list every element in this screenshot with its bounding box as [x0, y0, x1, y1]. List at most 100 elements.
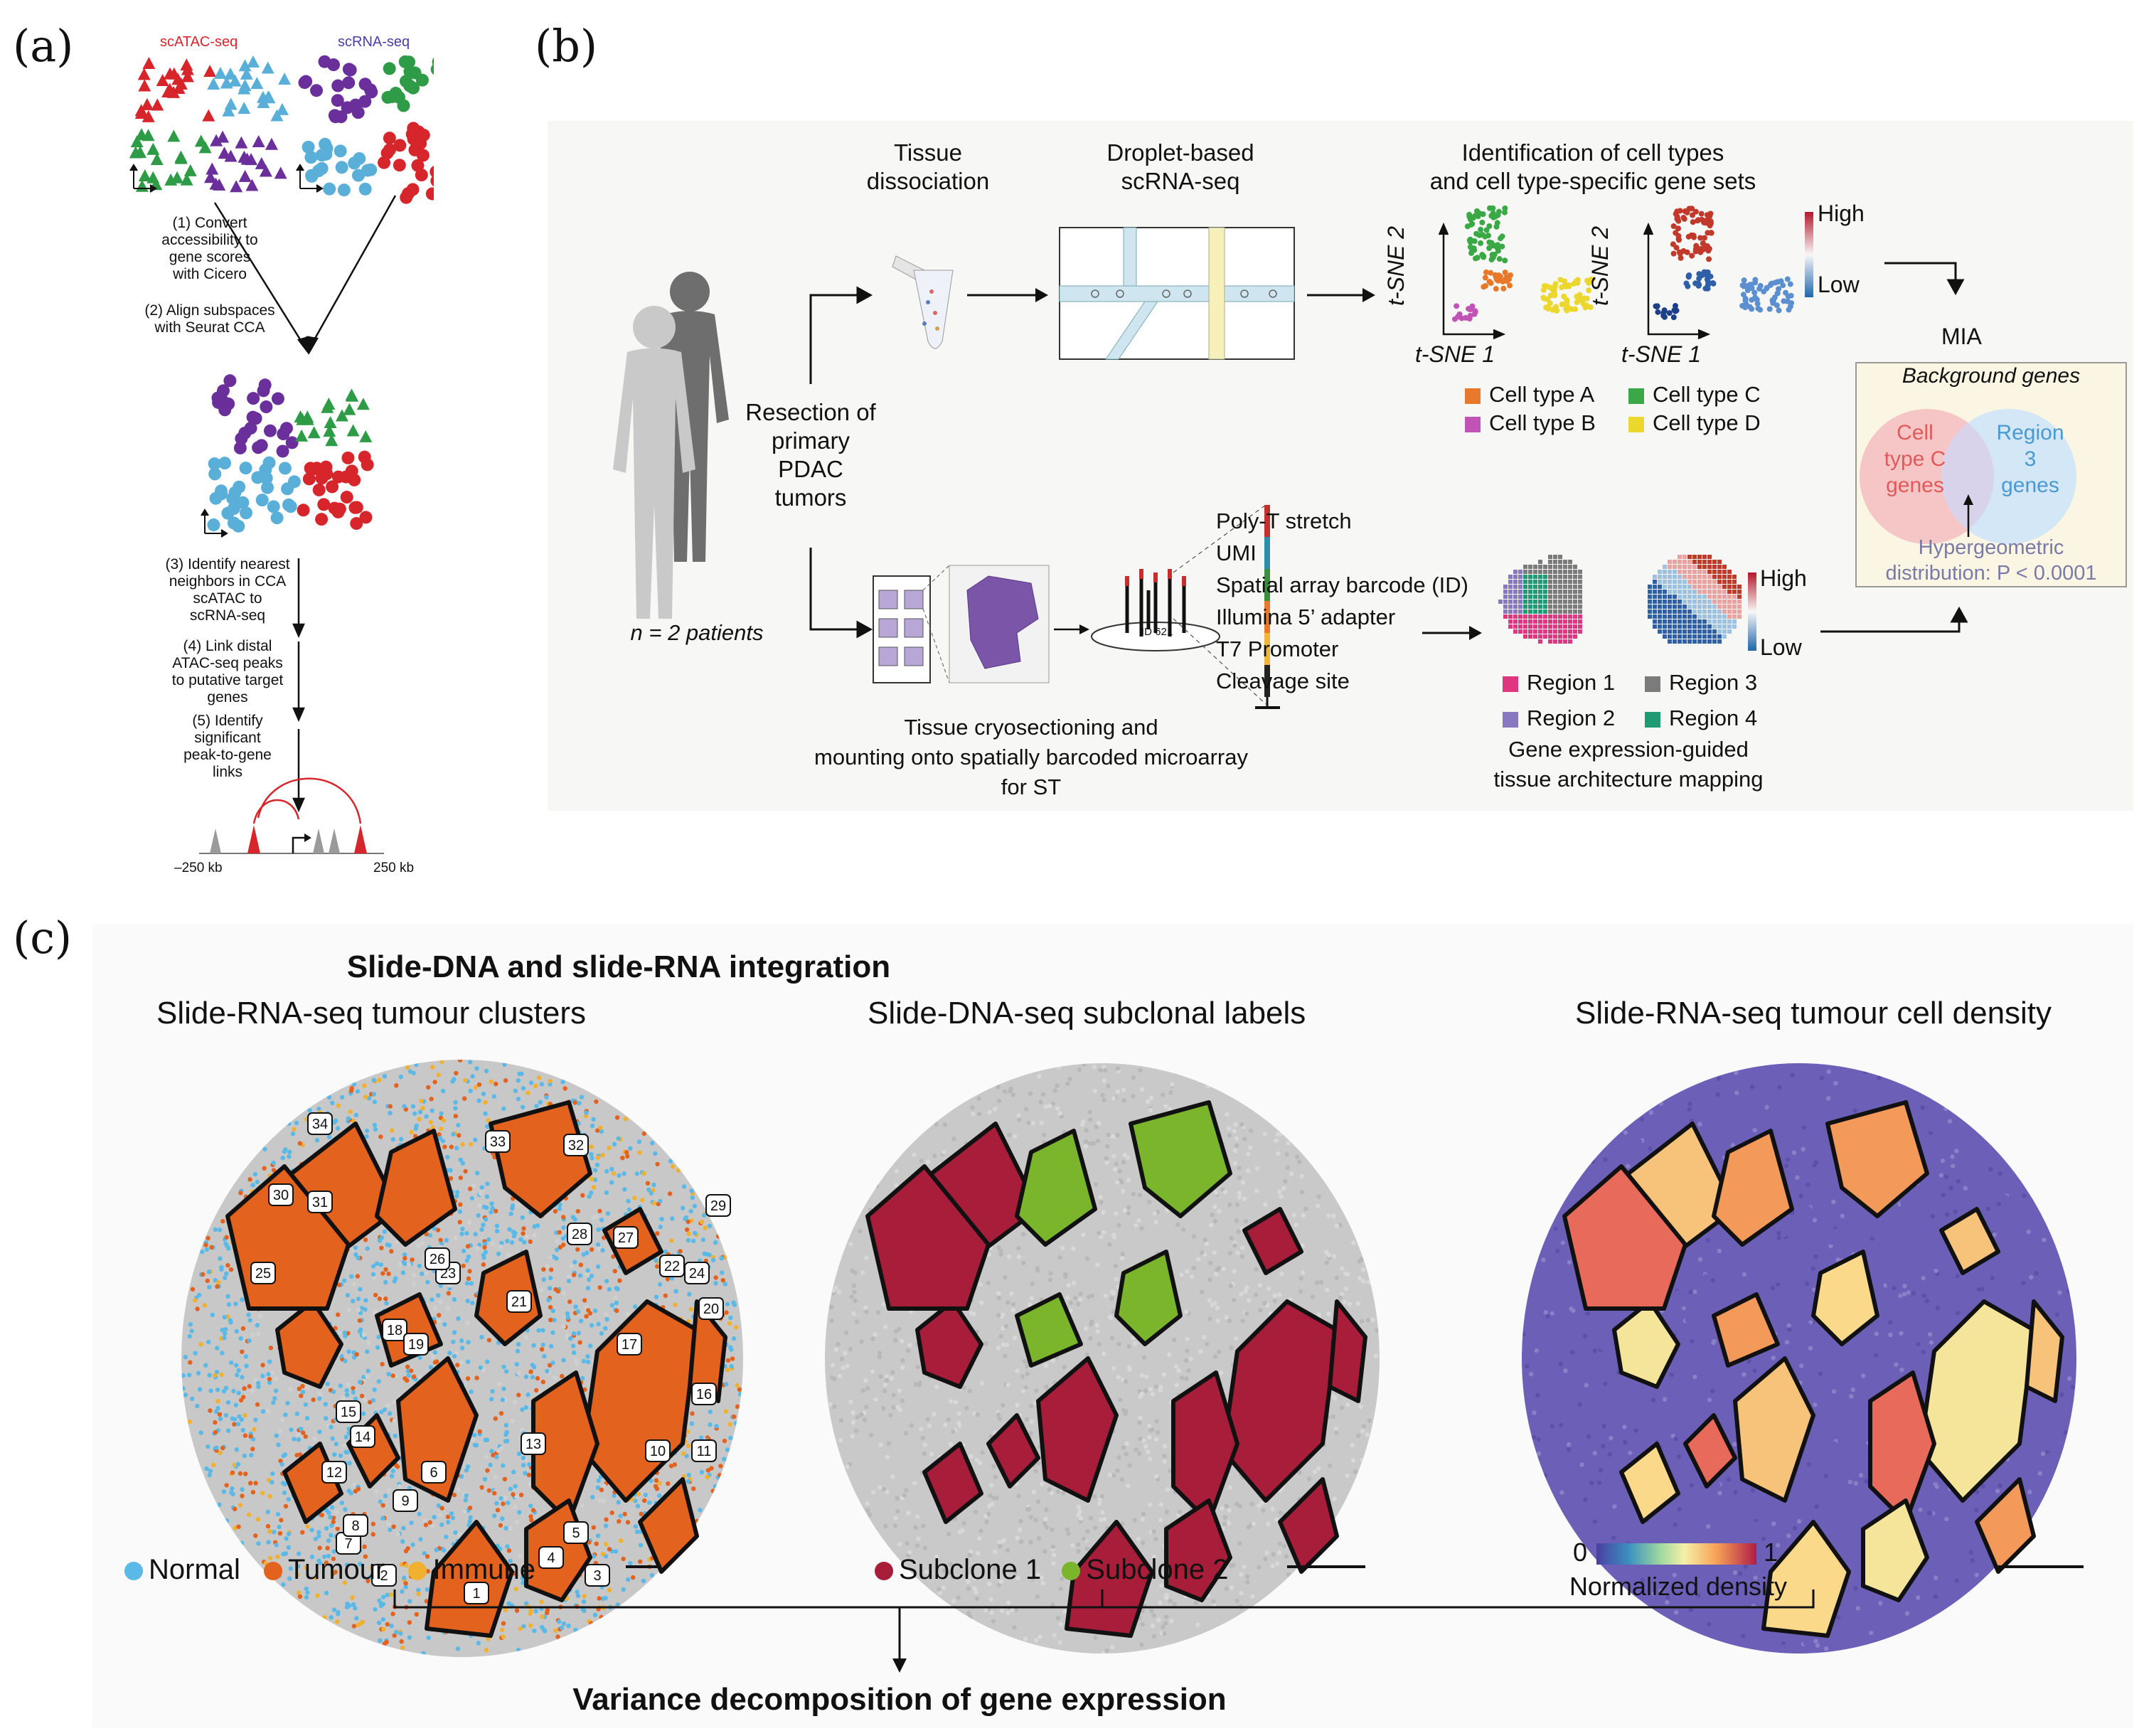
bead-mark — [998, 1579, 1004, 1585]
bead-mark — [1025, 1364, 1030, 1369]
bead-mark — [1052, 1633, 1057, 1638]
spatial-spot — [1692, 624, 1697, 629]
spatial-spot — [1538, 605, 1542, 609]
bead-mark — [411, 1374, 417, 1379]
bead-mark — [1272, 1293, 1277, 1299]
spatial-spot — [1722, 575, 1727, 579]
bead-mark — [468, 1515, 473, 1520]
bead-mark — [1234, 1501, 1239, 1506]
bead-mark — [510, 1419, 515, 1424]
bead-mark — [1016, 1254, 1022, 1260]
bead-mark — [473, 1085, 479, 1090]
bead-mark — [1239, 1292, 1244, 1296]
spatial-spot — [1668, 624, 1672, 629]
bead-mark — [1033, 1400, 1038, 1406]
bead-mark — [341, 1443, 346, 1448]
tsne-point — [1678, 255, 1684, 261]
dot-mark — [343, 63, 357, 77]
bead-mark — [407, 1599, 412, 1604]
tsne-point — [1706, 256, 1712, 262]
spatial-spot — [1737, 595, 1742, 599]
spatial-spot — [1523, 575, 1527, 579]
bead-mark — [848, 1346, 853, 1352]
spatial-spot — [1682, 600, 1687, 604]
bead-mark — [1338, 1295, 1343, 1300]
axis-right-label: 250 kb — [373, 861, 415, 875]
bead-mark — [521, 1624, 526, 1629]
spatial-spot — [1668, 629, 1672, 634]
spatial-spot — [1558, 605, 1562, 609]
bead-mark — [581, 1599, 587, 1604]
bead-mark — [1121, 1098, 1126, 1103]
bead-mark — [1006, 1254, 1012, 1260]
dot-mark — [315, 161, 329, 175]
bead-mark — [890, 1370, 895, 1375]
dot-mark — [315, 513, 329, 526]
triangle-mark — [180, 173, 193, 186]
spatial-spot — [1568, 614, 1572, 619]
dot-mark — [208, 467, 222, 481]
spatial-spot — [1712, 624, 1717, 629]
bead-mark — [187, 1419, 192, 1425]
spatial-spot — [1692, 560, 1697, 564]
spatial-spot — [1503, 614, 1508, 619]
spatial-spot — [1563, 634, 1567, 639]
spatial-spot — [1717, 575, 1722, 579]
triangle-mark — [146, 171, 160, 183]
bead-mark — [1087, 1141, 1093, 1146]
tsne-point — [1501, 209, 1508, 215]
spatial-spot — [1687, 580, 1692, 584]
bead-mark — [1040, 1580, 1045, 1586]
spatial-spot — [1553, 585, 1557, 589]
cluster-id-label: 16 — [696, 1387, 712, 1402]
bead-mark — [1242, 1564, 1247, 1569]
spatial-spot — [1563, 639, 1567, 644]
tsne-point — [1770, 297, 1776, 304]
bead-mark — [1084, 1546, 1090, 1551]
triangle-mark — [142, 57, 156, 70]
dot-mark — [331, 470, 345, 484]
bead-mark — [233, 1301, 238, 1306]
bead-mark — [491, 1452, 496, 1458]
spatial-spot — [1548, 555, 1552, 559]
bead-mark — [651, 1200, 656, 1205]
swatch-region-3 — [1645, 676, 1660, 692]
bead-mark — [1249, 1501, 1254, 1506]
bead-mark — [1097, 1501, 1102, 1506]
spatial-spot — [1553, 555, 1557, 559]
bead-mark — [473, 1232, 478, 1237]
bead-mark — [217, 1412, 223, 1417]
bead-mark — [1234, 1143, 1239, 1149]
bead-mark — [366, 1340, 371, 1345]
spatial-spot — [1663, 575, 1667, 579]
bead-mark — [974, 1589, 978, 1594]
bead-mark — [201, 1272, 206, 1277]
bead-mark — [667, 1191, 673, 1196]
bead-mark — [540, 1614, 545, 1619]
bead-mark — [455, 1646, 461, 1651]
bead-mark — [402, 1575, 407, 1580]
bead-mark — [1234, 1202, 1240, 1207]
tsne-point — [1584, 295, 1590, 302]
bead-mark — [572, 1100, 577, 1105]
spatial-spot — [1523, 624, 1527, 629]
bead-mark — [230, 1486, 235, 1491]
spatial-spot — [1503, 585, 1508, 589]
bead-mark — [1103, 1293, 1109, 1299]
bead-mark — [448, 1176, 454, 1181]
bead-mark — [618, 1513, 623, 1518]
bead-mark — [1164, 1208, 1170, 1213]
subtitle-clusters: Slide-RNA-seq tumour clusters — [156, 996, 586, 1031]
bead-mark — [587, 1194, 592, 1199]
bead-mark — [1227, 1133, 1232, 1138]
bead-mark — [600, 1153, 605, 1158]
spatial-spot — [1658, 614, 1662, 619]
triangle-mark — [174, 151, 188, 164]
bead-mark — [626, 1577, 631, 1582]
bead-mark — [1248, 1128, 1254, 1133]
spatial-spot — [1523, 580, 1527, 584]
bead-mark — [612, 1269, 617, 1274]
bead-mark — [1101, 1230, 1106, 1235]
bead-mark — [560, 1373, 565, 1379]
bead-mark — [348, 1088, 354, 1093]
